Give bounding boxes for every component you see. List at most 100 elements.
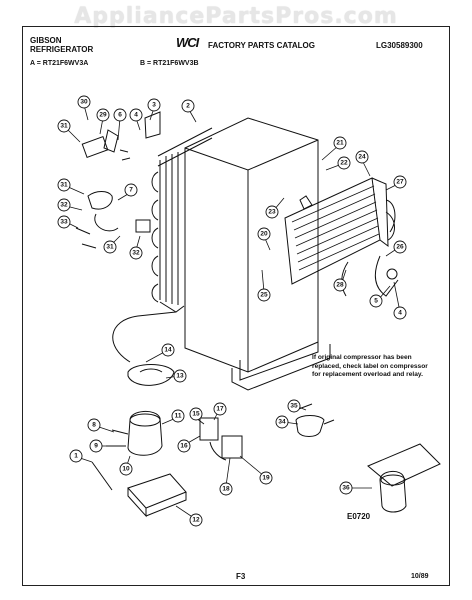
callout-32a: 32 bbox=[57, 198, 71, 212]
callout-17: 17 bbox=[213, 402, 227, 416]
svg-text:15: 15 bbox=[192, 411, 200, 418]
svg-text:25: 25 bbox=[260, 292, 268, 299]
callout-36: 36 bbox=[339, 481, 353, 495]
callout-29: 29 bbox=[96, 108, 110, 122]
svg-text:6: 6 bbox=[118, 112, 122, 119]
callout-4: 4 bbox=[129, 108, 143, 122]
svg-text:1: 1 bbox=[74, 453, 78, 460]
page-number: F3 bbox=[236, 572, 246, 581]
svg-text:16: 16 bbox=[180, 443, 188, 450]
compressor-note: If original compressor has been replaced… bbox=[312, 354, 428, 379]
svg-text:18: 18 bbox=[222, 486, 230, 493]
svg-text:27: 27 bbox=[396, 179, 404, 186]
drain-pan bbox=[112, 311, 177, 386]
callout-14: 14 bbox=[161, 343, 175, 357]
svg-text:4: 4 bbox=[134, 112, 138, 119]
svg-text:34: 34 bbox=[278, 419, 286, 426]
svg-text:2: 2 bbox=[186, 103, 190, 110]
callout-30: 30 bbox=[77, 95, 91, 109]
callout-27: 27 bbox=[393, 175, 407, 189]
svg-text:21: 21 bbox=[336, 140, 344, 147]
svg-text:7: 7 bbox=[129, 187, 133, 194]
svg-text:11: 11 bbox=[175, 413, 182, 420]
svg-text:32: 32 bbox=[60, 202, 68, 209]
model-b: B = RT21F6WV3B bbox=[140, 60, 199, 67]
svg-text:36: 36 bbox=[342, 485, 350, 492]
svg-text:9: 9 bbox=[94, 443, 98, 450]
callout-16: 16 bbox=[177, 439, 191, 453]
leader-lines bbox=[65, 104, 401, 519]
callout-9: 9 bbox=[89, 439, 103, 453]
callout-19: 19 bbox=[259, 471, 273, 485]
catalog-number: LG30589300 bbox=[376, 41, 423, 50]
callout-10: 10 bbox=[119, 462, 133, 476]
cabinet bbox=[184, 117, 331, 391]
svg-text:3: 3 bbox=[152, 102, 156, 109]
mounting-bracket bbox=[127, 473, 187, 518]
callout-5: 5 bbox=[369, 294, 383, 308]
svg-text:31: 31 bbox=[106, 244, 114, 251]
callout-13: 13 bbox=[173, 369, 187, 383]
svg-text:30: 30 bbox=[80, 99, 88, 106]
watermark: AppliancePartsPros.com bbox=[74, 4, 398, 29]
callout-3: 3 bbox=[147, 98, 161, 112]
callout-31b: 31 bbox=[57, 178, 71, 192]
relay-parts bbox=[75, 111, 161, 249]
svg-text:24: 24 bbox=[358, 154, 366, 161]
svg-text:31: 31 bbox=[60, 123, 68, 130]
callout-26: 26 bbox=[393, 240, 407, 254]
callout-15: 15 bbox=[189, 407, 203, 421]
callout-2: 2 bbox=[181, 99, 195, 113]
model-a: A = RT21F6WV3A bbox=[30, 60, 89, 67]
catalog-title: FACTORY PARTS CATALOG bbox=[208, 41, 315, 50]
callout-4b: 4 bbox=[393, 306, 407, 320]
callout-31a: 31 bbox=[57, 119, 71, 133]
callout-24: 24 bbox=[355, 150, 369, 164]
svg-text:22: 22 bbox=[340, 160, 348, 167]
callout-28: 28 bbox=[333, 278, 347, 292]
capacitor bbox=[295, 403, 335, 437]
svg-text:12: 12 bbox=[192, 517, 200, 524]
callout-25: 25 bbox=[257, 288, 271, 302]
svg-text:10: 10 bbox=[122, 466, 130, 473]
svg-text:4: 4 bbox=[398, 310, 402, 317]
svg-text:8: 8 bbox=[92, 422, 96, 429]
callout-31c: 31 bbox=[103, 240, 117, 254]
callout-23: 23 bbox=[265, 205, 279, 219]
callout-34: 34 bbox=[275, 415, 289, 429]
svg-text:31: 31 bbox=[60, 182, 68, 189]
callout-6: 6 bbox=[113, 108, 127, 122]
callout-7: 7 bbox=[124, 183, 138, 197]
svg-text:20: 20 bbox=[260, 231, 268, 238]
callout-35: 35 bbox=[287, 399, 301, 413]
callout-8: 8 bbox=[87, 418, 101, 432]
svg-text:35: 35 bbox=[290, 403, 298, 410]
svg-text:14: 14 bbox=[164, 347, 172, 354]
callout-1: 1 bbox=[69, 449, 83, 463]
overload-relay bbox=[199, 417, 243, 461]
compressor bbox=[91, 411, 163, 491]
callout-32b: 32 bbox=[129, 246, 143, 260]
callout-22: 22 bbox=[337, 156, 351, 170]
callout-11: 11 bbox=[171, 409, 185, 423]
diagram-frame bbox=[22, 26, 450, 586]
callout-18: 18 bbox=[219, 482, 233, 496]
revision-date: 10/89 bbox=[411, 573, 429, 580]
svg-text:28: 28 bbox=[336, 282, 344, 289]
callout-12: 12 bbox=[189, 513, 203, 527]
svg-text:33: 33 bbox=[60, 219, 68, 226]
svg-text:13: 13 bbox=[176, 373, 184, 380]
svg-text:23: 23 bbox=[268, 209, 276, 216]
svg-text:32: 32 bbox=[132, 250, 140, 257]
product-type: REFRIGERATOR bbox=[30, 45, 94, 54]
svg-text:26: 26 bbox=[396, 244, 404, 251]
callout-20: 20 bbox=[257, 227, 271, 241]
wci-logo: WCI bbox=[176, 35, 199, 50]
tubing-right bbox=[341, 199, 399, 297]
svg-text:29: 29 bbox=[99, 112, 107, 119]
callout-21: 21 bbox=[333, 136, 347, 150]
evaporator bbox=[284, 177, 389, 285]
condenser-coil bbox=[151, 127, 213, 313]
callout-markers: 30 29 6 4 3 2 31 7 31 32 33 31 32 21 22 … bbox=[57, 95, 407, 527]
